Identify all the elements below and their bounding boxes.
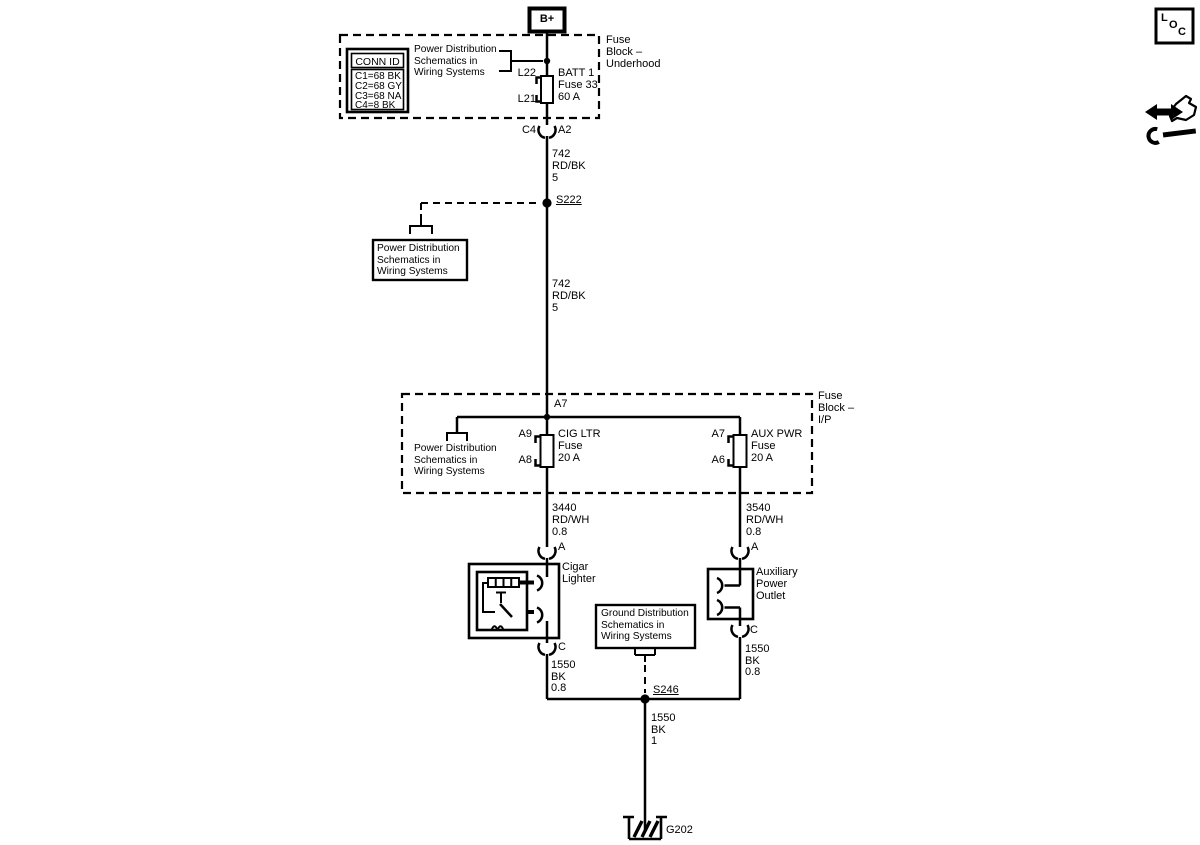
connector-aux-c — [730, 624, 750, 639]
loc-letter-o: O — [1169, 19, 1178, 31]
ref-bracket-ground — [634, 648, 656, 662]
splice-dot-s222 — [542, 198, 552, 208]
splice-label-s246: S246 — [653, 684, 679, 696]
cigar-lighter-symbol — [467, 562, 561, 640]
connector-pin-c4: C4 — [521, 124, 536, 136]
fuse-pin-a9: A9 — [518, 428, 532, 440]
ref-note-underhood: Power Distribution Schematics in Wiring … — [414, 44, 497, 78]
conn-id-row: C4=8 BK — [355, 100, 396, 112]
splice-dot-s246 — [640, 694, 650, 704]
batt1-fuse-label: BATT 1 Fuse 33 60 A — [558, 67, 598, 103]
fuse-pin-l22: L22 — [517, 67, 536, 79]
cig-ltr-fuse-symbol — [534, 434, 555, 468]
wrench-icon — [1146, 126, 1197, 145]
wire-label-742-upper: 742 RD/BK 5 — [552, 148, 586, 184]
wire-label-1550-right: 1550 BK 0.8 — [745, 643, 770, 678]
loc-letter-l: L — [1161, 12, 1168, 24]
outlet-contact-top-icon — [716, 576, 724, 595]
connector-cig-a — [537, 546, 557, 561]
wire-label-1550-main: 1550 BK 1 — [651, 712, 676, 747]
conn-id-title: CONN ID — [355, 56, 400, 68]
battery-feed-label: B+ — [539, 13, 555, 25]
connector-c4-a2 — [537, 125, 557, 140]
ground-label-g202: G202 — [666, 824, 693, 836]
dashed-link-s222 — [420, 202, 540, 222]
loc-letter-c: C — [1178, 26, 1186, 38]
ip-block-label: Fuse Block – I/P — [818, 390, 855, 426]
cig-pin-a-label: A — [558, 541, 566, 553]
loc-box[interactable] — [1154, 7, 1195, 45]
wire-label-3440: 3440 RD/WH 0.8 — [552, 502, 590, 538]
aux-pin-a-label: A — [751, 541, 759, 553]
fuse-pin-a6: A6 — [711, 454, 725, 466]
conn-id-row: C1=68 BK — [355, 71, 401, 82]
wire-label-742-lower: 742 RD/BK 5 — [552, 278, 586, 314]
underhood-block-label: Fuse Block – Underhood — [606, 34, 661, 70]
conn-id-row: C3=68 NA — [355, 90, 402, 102]
connector-cig-c — [537, 642, 557, 657]
element-base-icon — [490, 625, 505, 631]
ref-note-mid: Power Distribution Schematics in Wiring … — [377, 243, 460, 277]
ground-symbol-g202 — [623, 815, 667, 841]
aux-pwr-fuse-label: AUX PWR Fuse 20 A — [751, 428, 803, 464]
conn-id-rows: C1=68 BK C2=68 GY C3=68 NA C4=8 BK — [355, 72, 402, 111]
ip-entry-pin-a7: A7 — [554, 398, 568, 410]
aux-pwr-fuse-symbol — [727, 434, 748, 468]
fuse-pin-a7: A7 — [711, 428, 725, 440]
ground-dist-note-box — [594, 603, 697, 650]
aux-outlet-label: Auxiliary Power Outlet — [756, 566, 798, 602]
power-dist-note-box — [371, 238, 469, 282]
ref-bracket-underhood — [499, 50, 543, 72]
ref-note-ip: Power Distribution Schematics in Wiring … — [414, 443, 497, 477]
hotspot-pan-icon[interactable] — [1145, 94, 1198, 145]
cigar-lighter-label: Cigar Lighter — [562, 561, 596, 585]
conn-id-row: C2=68 GY — [355, 80, 402, 92]
wire-label-1550-left: 1550 BK 0.8 — [551, 659, 576, 694]
aux-pin-c-label: C — [750, 624, 758, 636]
conn-id-table-outline — [345, 47, 410, 114]
contact-hook-top-icon — [536, 574, 544, 592]
ref-note-ground: Ground Distribution Schematics in Wiring… — [601, 608, 689, 642]
wire-label-3540: 3540 RD/WH 0.8 — [746, 502, 784, 538]
thermal-switch-blade-icon — [499, 603, 513, 618]
contact-hook-bottom-icon — [536, 606, 544, 624]
underhood-fuse-block-outline — [338, 33, 601, 120]
outlet-contact-bottom-icon — [716, 598, 724, 617]
ref-bracket-ip — [446, 418, 468, 441]
cig-ltr-fuse-label: CIG LTR Fuse 20 A — [558, 428, 601, 464]
connector-aux-a — [730, 546, 750, 561]
fuse-pin-l21: L21 — [517, 93, 536, 105]
ip-fuse-block-outline — [400, 392, 814, 495]
cig-pin-c-label: C — [558, 641, 566, 653]
fuse-pin-a8: A8 — [518, 454, 532, 466]
connector-pin-a2: A2 — [558, 124, 572, 136]
aux-power-outlet-symbol — [706, 567, 755, 621]
battery-feed-box — [527, 6, 567, 34]
splice-label-s222: S222 — [556, 194, 582, 206]
junction-dot-ip — [543, 413, 551, 421]
curved-arrow-outline-icon — [1168, 94, 1198, 123]
junction-dot-underhood — [543, 57, 551, 65]
batt1-fuse-symbol — [535, 75, 554, 104]
